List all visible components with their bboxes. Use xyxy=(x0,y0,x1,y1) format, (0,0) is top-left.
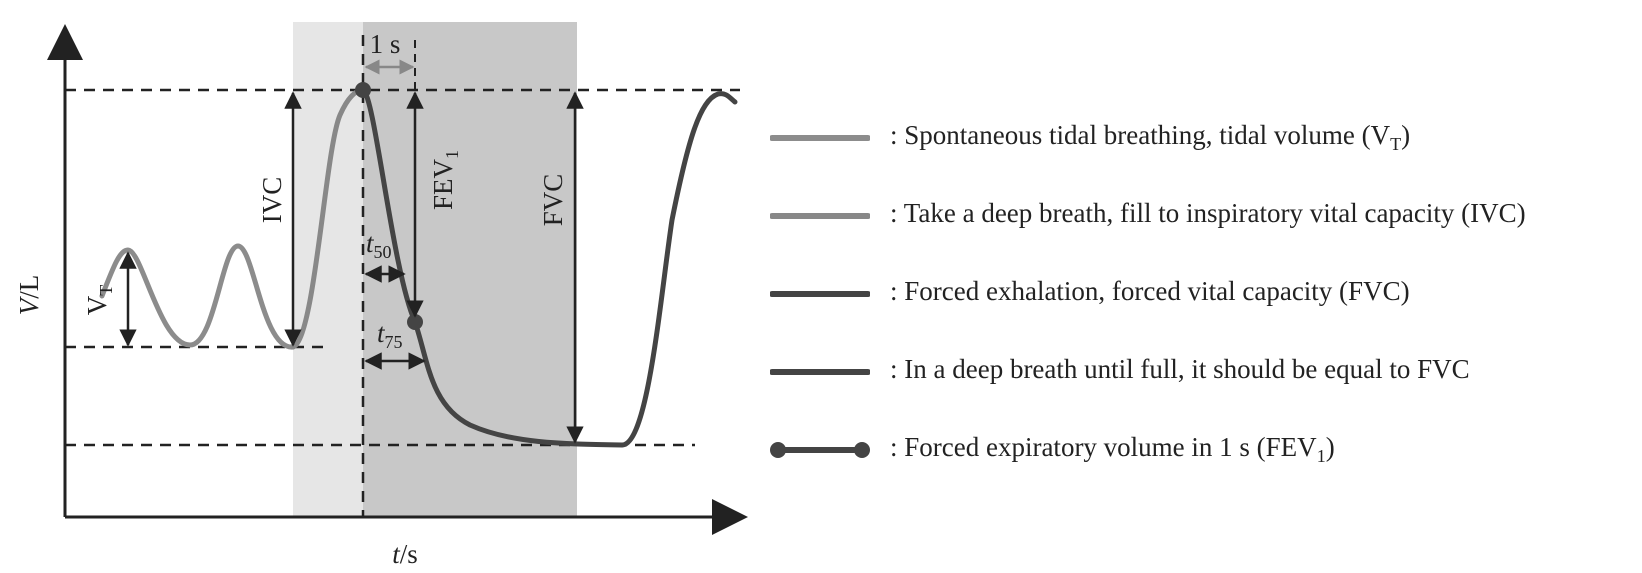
legend-text: : Forced exhalation, forced vital capaci… xyxy=(890,276,1410,306)
fev1-label: FEV1 xyxy=(428,150,462,210)
y-axis-label: V/L xyxy=(14,275,44,316)
x-axis-label: t/s xyxy=(392,539,418,569)
legend-swatch-tidal xyxy=(770,135,870,141)
one-second-label: 1 s xyxy=(370,29,401,59)
deep-breath-curve xyxy=(619,91,738,448)
vt-label: VT xyxy=(82,285,116,316)
fev1-end-marker xyxy=(407,314,423,330)
legend-text: : Take a deep breath, fill to inspirator… xyxy=(890,198,1526,228)
legend-swatch-forced-exhalation xyxy=(770,291,870,297)
legend-text: : Forced expiratory volume in 1 s (FEV1) xyxy=(890,432,1335,466)
legend-item-tidal: : Spontaneous tidal breathing, tidal vol… xyxy=(770,110,1630,188)
legend-swatch-deep-breath xyxy=(770,369,870,375)
ivc-label: IVC xyxy=(257,177,287,224)
t75-label: t75 xyxy=(377,318,403,352)
legend-item-deep-breath: : In a deep breath until full, it should… xyxy=(770,344,1630,422)
legend-text: : Spontaneous tidal breathing, tidal vol… xyxy=(890,120,1411,154)
legend-swatch-fev1 xyxy=(770,442,870,458)
t50-label: t50 xyxy=(366,228,392,262)
fev1-start-marker xyxy=(355,82,371,98)
legend: : Spontaneous tidal breathing, tidal vol… xyxy=(770,110,1630,500)
legend-item-forced-exhalation: : Forced exhalation, forced vital capaci… xyxy=(770,266,1630,344)
shaded-region-light xyxy=(293,22,363,517)
fvc-label: FVC xyxy=(538,174,568,227)
inspiratory-curve xyxy=(290,87,366,350)
legend-item-fev1: : Forced expiratory volume in 1 s (FEV1) xyxy=(770,422,1630,500)
legend-swatch-inspiratory xyxy=(770,213,870,219)
legend-item-inspiratory: : Take a deep breath, fill to inspirator… xyxy=(770,188,1630,266)
legend-text: : In a deep breath until full, it should… xyxy=(890,354,1470,384)
tidal-breathing-curve xyxy=(99,243,296,350)
forced-exhalation-curve xyxy=(360,87,625,448)
